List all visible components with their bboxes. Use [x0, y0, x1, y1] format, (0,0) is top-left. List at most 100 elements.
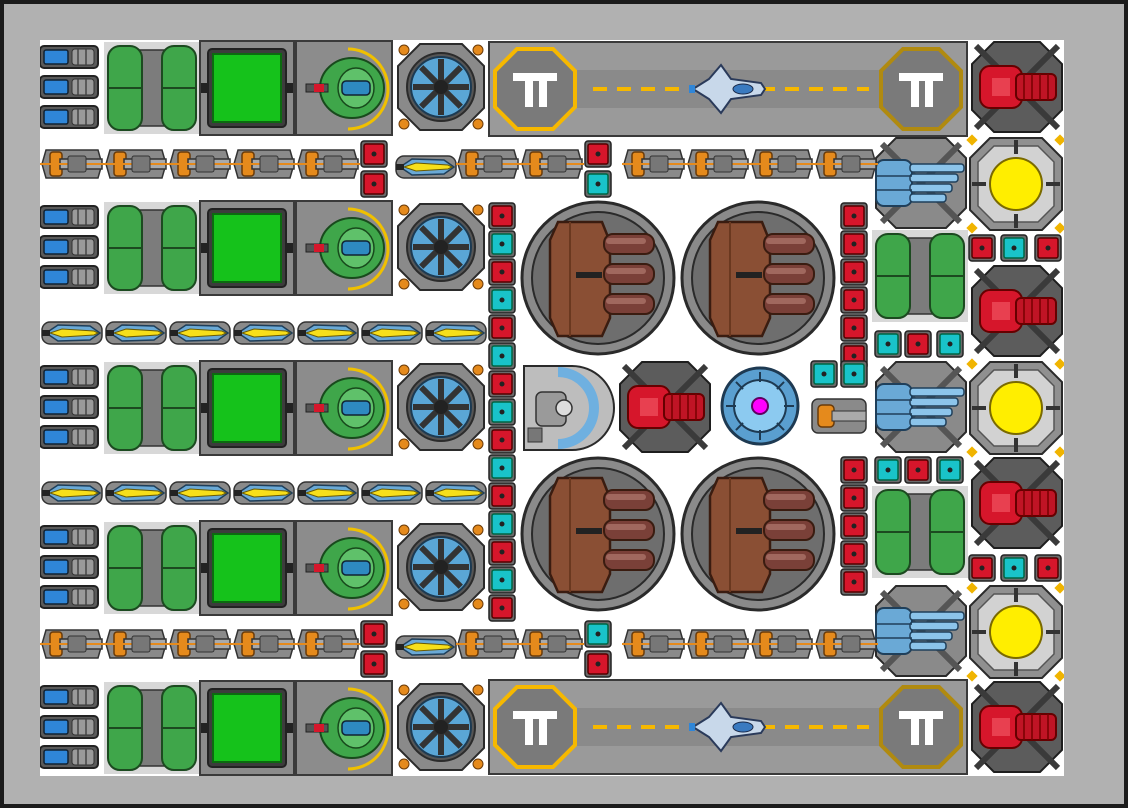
green-drone-bay[interactable] — [295, 520, 393, 616]
green-engine[interactable] — [104, 522, 200, 614]
armor-cell-red[interactable] — [360, 650, 388, 678]
command-dome[interactable] — [523, 365, 615, 451]
armor-cell-red[interactable] — [488, 202, 516, 230]
docked-fighter[interactable] — [689, 63, 767, 115]
laser-emitter[interactable] — [233, 321, 295, 345]
armor-cell-red[interactable] — [360, 620, 388, 648]
railgun[interactable] — [168, 629, 232, 659]
thruster-stack[interactable] — [40, 525, 99, 609]
heavy-cannon[interactable] — [680, 456, 836, 612]
fan-cooler[interactable] — [397, 363, 485, 451]
armor-cell-red[interactable] — [584, 140, 612, 168]
laser-emitter[interactable] — [169, 321, 231, 345]
energy-cell-cyan[interactable] — [488, 510, 516, 538]
energy-cell-cyan[interactable] — [810, 360, 838, 388]
armor-cell-red[interactable] — [968, 234, 996, 262]
railgun[interactable] — [232, 149, 296, 179]
railgun[interactable] — [296, 149, 360, 179]
laser-emitter[interactable] — [169, 481, 231, 505]
green-drone-bay[interactable] — [295, 360, 393, 456]
reactor-module[interactable] — [199, 360, 295, 456]
railgun[interactable] — [296, 629, 360, 659]
reactor-module[interactable] — [199, 520, 295, 616]
railgun[interactable] — [104, 149, 168, 179]
railgun[interactable] — [520, 149, 584, 179]
reactor-module[interactable] — [199, 680, 295, 776]
green-drone-bay[interactable] — [295, 200, 393, 296]
railgun[interactable] — [622, 629, 686, 659]
armor-cell-red[interactable] — [968, 554, 996, 582]
energy-cell-cyan[interactable] — [488, 230, 516, 258]
laser-emitter[interactable] — [297, 321, 359, 345]
armor-cell-red[interactable] — [584, 650, 612, 678]
laser-emitter[interactable] — [395, 635, 457, 659]
railgun[interactable] — [456, 629, 520, 659]
thruster-stack[interactable] — [40, 685, 99, 769]
armor-cell-red[interactable] — [840, 258, 868, 286]
energy-cell-cyan[interactable] — [488, 342, 516, 370]
green-drone-bay[interactable] — [295, 40, 393, 136]
armor-cell-red[interactable] — [840, 484, 868, 512]
green-engine[interactable] — [104, 42, 200, 134]
shield-generator[interactable] — [966, 358, 1064, 458]
missile-rack[interactable] — [875, 585, 967, 677]
armor-cell-red[interactable] — [840, 314, 868, 342]
armor-cell-red[interactable] — [488, 594, 516, 622]
armor-cell-red[interactable] — [840, 540, 868, 568]
railgun[interactable] — [814, 149, 878, 179]
railgun[interactable] — [456, 149, 520, 179]
energy-cell-cyan[interactable] — [936, 456, 964, 484]
armor-cell-red[interactable] — [1034, 554, 1062, 582]
armor-cell-red[interactable] — [488, 426, 516, 454]
armor-cell-red[interactable] — [1034, 234, 1062, 262]
railgun[interactable] — [750, 629, 814, 659]
railgun[interactable] — [168, 149, 232, 179]
railgun[interactable] — [814, 629, 878, 659]
warp-core[interactable] — [720, 366, 800, 446]
hangar-bay[interactable] — [488, 679, 968, 775]
laser-emitter[interactable] — [425, 481, 487, 505]
fan-cooler[interactable] — [397, 523, 485, 611]
armor-cell-red[interactable] — [360, 140, 388, 168]
green-engine[interactable] — [104, 682, 200, 774]
thruster-stack[interactable] — [40, 45, 99, 129]
laser-emitter[interactable] — [425, 321, 487, 345]
railgun[interactable] — [40, 629, 104, 659]
armor-cell-red[interactable] — [488, 258, 516, 286]
fan-cooler[interactable] — [397, 683, 485, 771]
docked-fighter[interactable] — [689, 701, 767, 753]
fan-cooler[interactable] — [397, 43, 485, 131]
railgun[interactable] — [232, 629, 296, 659]
railgun[interactable] — [750, 149, 814, 179]
fan-cooler[interactable] — [397, 203, 485, 291]
armor-cell-red[interactable] — [840, 286, 868, 314]
railgun[interactable] — [622, 149, 686, 179]
energy-cell-cyan[interactable] — [584, 620, 612, 648]
laser-emitter[interactable] — [105, 481, 167, 505]
armor-cell-red[interactable] — [360, 170, 388, 198]
laser-emitter[interactable] — [233, 481, 295, 505]
energy-cell-cyan[interactable] — [488, 286, 516, 314]
armor-cell-red[interactable] — [488, 370, 516, 398]
armor-cell-red[interactable] — [488, 482, 516, 510]
energy-cell-cyan[interactable] — [936, 330, 964, 358]
red-turret[interactable] — [971, 41, 1063, 133]
thruster-stack[interactable] — [40, 205, 99, 289]
shield-generator[interactable] — [966, 134, 1064, 234]
railgun[interactable] — [686, 629, 750, 659]
armor-cell-red[interactable] — [840, 512, 868, 540]
laser-emitter[interactable] — [297, 481, 359, 505]
energy-cell-cyan[interactable] — [1000, 554, 1028, 582]
reactor-module[interactable] — [199, 40, 295, 136]
railgun[interactable] — [40, 149, 104, 179]
red-turret[interactable] — [971, 457, 1063, 549]
energy-cell-cyan[interactable] — [488, 454, 516, 482]
railgun[interactable] — [520, 629, 584, 659]
heavy-cannon[interactable] — [520, 456, 676, 612]
armor-cell-red[interactable] — [488, 314, 516, 342]
red-turret[interactable] — [619, 361, 711, 453]
heavy-cannon[interactable] — [520, 200, 676, 356]
armor-cell-red[interactable] — [840, 456, 868, 484]
red-turret[interactable] — [971, 265, 1063, 357]
missile-rack[interactable] — [875, 137, 967, 229]
